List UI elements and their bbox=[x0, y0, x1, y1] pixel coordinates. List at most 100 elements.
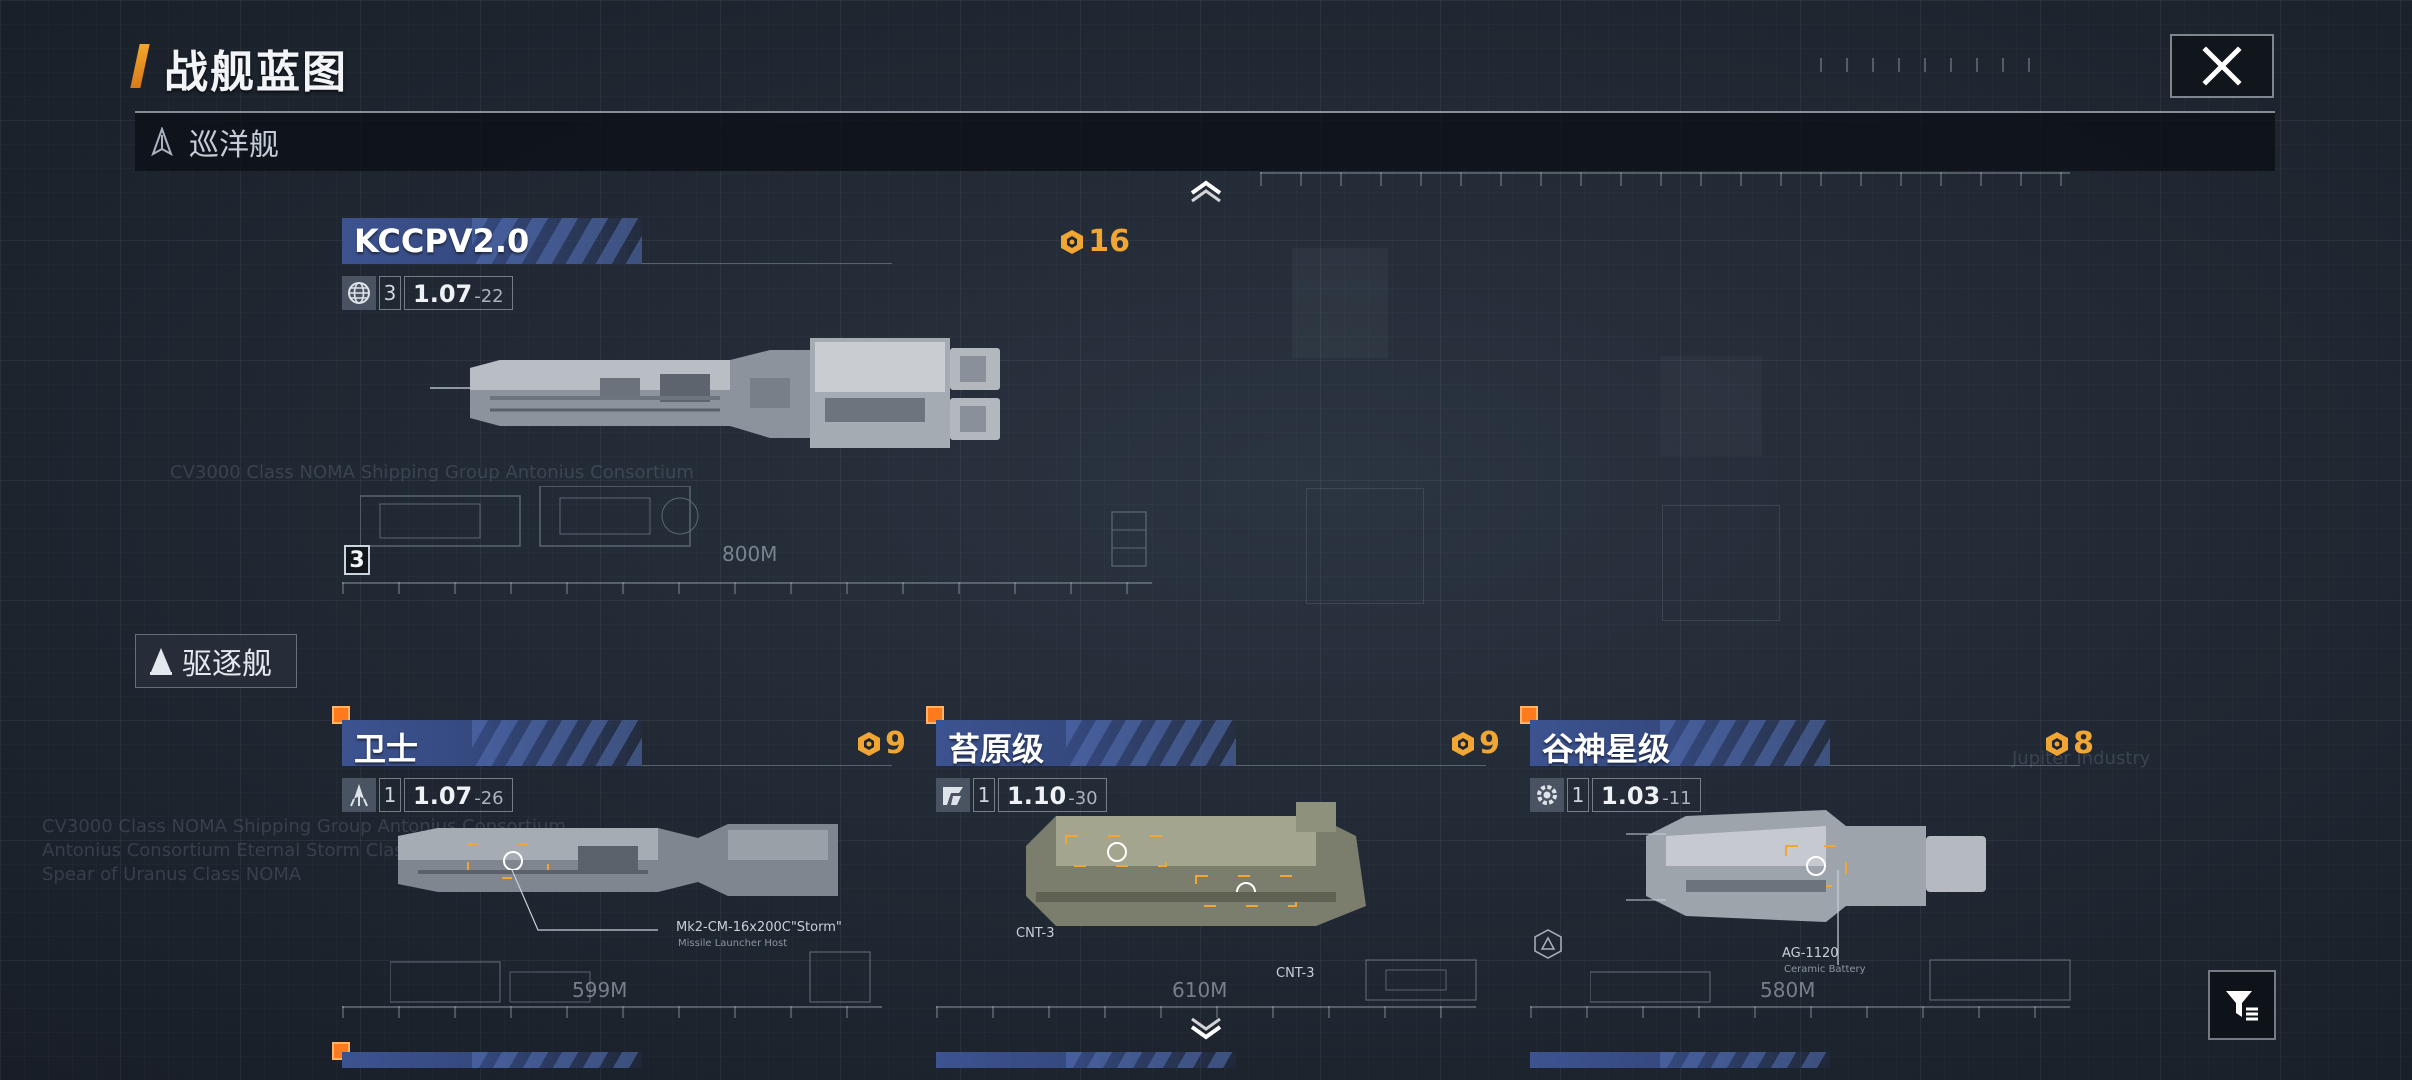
ship-version: 1.10 -30 bbox=[998, 778, 1107, 812]
ship-schematic bbox=[1365, 959, 1477, 1001]
ship-schematic bbox=[390, 951, 871, 1003]
measurement-ruler bbox=[1260, 172, 2070, 186]
weapon-label: AG-1120 bbox=[1782, 946, 1839, 961]
destroyer-class-icon bbox=[150, 648, 172, 675]
scroll-up-button[interactable] bbox=[1186, 176, 1226, 206]
scroll-down-button[interactable] bbox=[1186, 1014, 1226, 1044]
background-text: Antonius Consortium Eternal Storm Class bbox=[42, 840, 414, 861]
ship-cost: 9 bbox=[855, 726, 906, 761]
ship-card-kccpv2[interactable]: KCCPV2.0 16 3 1.07 -22 bbox=[342, 218, 1152, 594]
ship-name: 苔原级 bbox=[948, 730, 1045, 768]
category-label: 驱逐舰 bbox=[182, 647, 272, 682]
ship-tier: 3 bbox=[379, 276, 401, 310]
ship-model-ceres bbox=[1626, 810, 1986, 922]
ship-tier: 1 bbox=[379, 778, 401, 812]
new-marker bbox=[332, 706, 350, 724]
leader-line bbox=[1236, 765, 1486, 766]
ship-name-bar bbox=[1530, 720, 1830, 766]
category-bar-cruiser[interactable]: 巡洋舰 bbox=[135, 113, 2275, 171]
ship-tier: 1 bbox=[973, 778, 995, 812]
cost-value: 8 bbox=[2073, 726, 2094, 761]
version-major: 1.10 bbox=[1007, 782, 1067, 810]
ship-type-icon-slot bbox=[342, 778, 376, 812]
ship-stats: 1 1.03 -11 bbox=[1530, 778, 1701, 812]
ship-name-bar bbox=[936, 720, 1236, 766]
chevron-up-icon bbox=[1190, 180, 1222, 203]
category-tab-destroyer[interactable]: 驱逐舰 bbox=[135, 634, 297, 688]
category-label: 巡洋舰 bbox=[189, 128, 279, 163]
ship-schematic bbox=[1111, 511, 1147, 567]
ship-name: 卫士 bbox=[354, 730, 419, 768]
ship-cost: 16 bbox=[1058, 224, 1130, 259]
cost-value: 16 bbox=[1088, 224, 1130, 259]
title-accent bbox=[130, 44, 150, 88]
version-minor: -26 bbox=[474, 788, 504, 809]
ship-version: 1.03 -11 bbox=[1592, 778, 1701, 812]
length-ruler bbox=[1530, 1006, 2070, 1018]
ship-card-partial[interactable] bbox=[936, 1052, 1236, 1068]
ship-name-bar bbox=[342, 720, 642, 766]
ship-model-tundra bbox=[1026, 802, 1366, 926]
ship-version: 1.07 -22 bbox=[404, 276, 513, 310]
version-minor: -22 bbox=[474, 286, 504, 307]
ship-model-kccpv2 bbox=[430, 338, 1000, 448]
ship-stats: 1 1.10 -30 bbox=[936, 778, 1107, 812]
header-decoration bbox=[1820, 58, 2040, 72]
version-major: 1.07 bbox=[413, 280, 473, 308]
command-cost-icon bbox=[2046, 731, 2069, 756]
background-decoration bbox=[1306, 488, 1424, 604]
weapon-label: Mk2-CM-16x200C"Storm" bbox=[676, 920, 842, 935]
ship-tier: 1 bbox=[1567, 778, 1589, 812]
new-marker bbox=[926, 706, 944, 724]
ship-schematic bbox=[1590, 959, 2071, 1003]
leader-line bbox=[1837, 870, 1839, 965]
leader-line bbox=[642, 765, 892, 766]
globe-icon bbox=[348, 282, 370, 304]
background-text: CV3000 Class NOMA Shipping Group Antoniu… bbox=[170, 462, 694, 483]
ship-version: 1.07 -26 bbox=[404, 778, 513, 812]
ship-card-tundra[interactable]: 苔原级 9 1 1.10 -30 CNT-3 CNT-3 bbox=[926, 706, 1500, 1020]
command-cost-icon bbox=[1452, 731, 1475, 756]
version-minor: -30 bbox=[1068, 788, 1098, 809]
chevron-down-icon bbox=[1190, 1017, 1222, 1040]
command-cost-icon bbox=[1061, 229, 1084, 254]
ship-length: 800M bbox=[722, 542, 778, 566]
ship-card-guardian[interactable]: 卫士 9 1 1.07 -26 Mk2-CM-16x20 bbox=[332, 706, 906, 1020]
ship-cost: 8 bbox=[2043, 726, 2094, 761]
leader-line bbox=[1830, 765, 2080, 766]
version-minor: -11 bbox=[1662, 788, 1692, 809]
filter-icon bbox=[2226, 991, 2258, 1021]
cruiser-class-icon bbox=[151, 127, 173, 157]
ship-stats: 3 1.07 -22 bbox=[342, 276, 513, 310]
gear-icon bbox=[1537, 785, 1557, 805]
ship-name: 谷神星级 bbox=[1542, 730, 1671, 768]
version-major: 1.07 bbox=[413, 782, 473, 810]
cost-value: 9 bbox=[885, 726, 906, 761]
cost-value: 9 bbox=[1479, 726, 1500, 761]
close-icon bbox=[2202, 46, 2242, 86]
manufacturer-icon bbox=[943, 787, 963, 805]
ship-model-guardian bbox=[398, 824, 838, 896]
background-decoration bbox=[1292, 248, 1388, 358]
length-ruler bbox=[342, 582, 1152, 594]
filter-button[interactable] bbox=[2208, 970, 2276, 1040]
page-title: 战舰蓝图 bbox=[164, 47, 348, 98]
weapon-label: CNT-3 bbox=[1276, 966, 1315, 981]
ship-name-bar bbox=[342, 218, 642, 264]
new-marker bbox=[1520, 706, 1538, 724]
ship-card-partial[interactable] bbox=[342, 1052, 642, 1068]
header-divider bbox=[135, 111, 2275, 113]
ship-cost: 9 bbox=[1449, 726, 1500, 761]
ship-card-partial[interactable] bbox=[1530, 1052, 1830, 1068]
leader-line bbox=[642, 263, 892, 264]
weapon-sublabel: Ceramic Battery bbox=[1784, 964, 1866, 975]
background-text: Spear of Uranus Class NOMA bbox=[42, 864, 302, 885]
ship-length: 599M bbox=[572, 978, 628, 1002]
ship-type-icon-slot bbox=[936, 778, 970, 812]
ship-length: 610M bbox=[1172, 978, 1228, 1002]
close-button[interactable] bbox=[2170, 34, 2274, 98]
ship-card-ceres[interactable]: 谷神星级 8 1 1.03 -11 AG-1120 bbox=[1520, 706, 2094, 1020]
background-decoration bbox=[1660, 356, 1762, 456]
weapon-label: CNT-3 bbox=[1016, 926, 1055, 941]
ship-length: 580M bbox=[1760, 978, 1816, 1002]
